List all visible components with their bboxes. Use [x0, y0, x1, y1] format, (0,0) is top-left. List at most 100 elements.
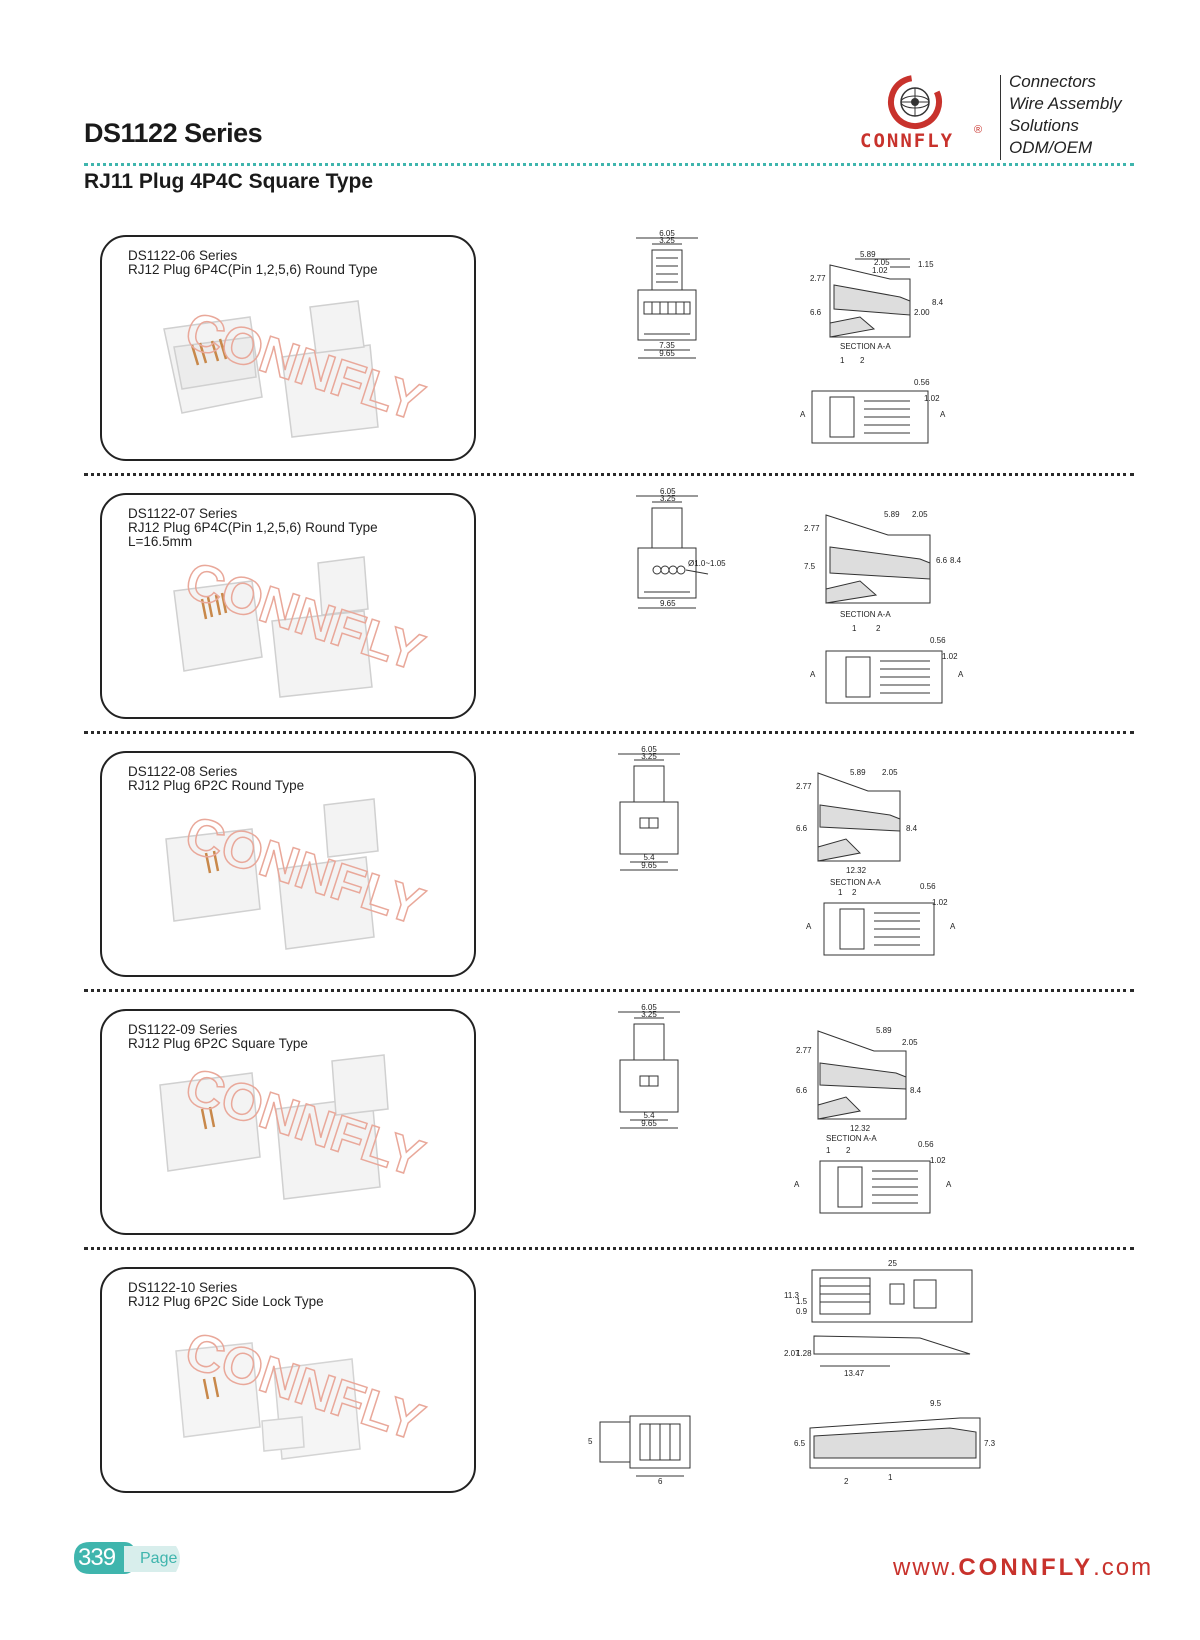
dimension-label: 9.65 — [641, 1119, 657, 1128]
product-model: DS1122-07 Series — [128, 506, 238, 521]
dimension-label: 5.4 — [643, 853, 655, 862]
side-view-drawing: 5.89 2.05 2.77 6.6 8.4 12.32 SECTION A-A… — [794, 1026, 952, 1214]
dimension-label: 5.89 — [850, 768, 866, 777]
front-view-drawing: 5 6 — [588, 1415, 691, 1486]
dimension-label: 9.65 — [659, 349, 675, 358]
section-marker: A — [950, 922, 956, 931]
dimension-label: 11.3 — [784, 1291, 800, 1300]
product-photo: CONNFLY — [173, 551, 431, 698]
dimension-label: 6 — [658, 1477, 663, 1486]
brand-line: Wire Assembly — [1009, 94, 1122, 113]
dimension-label: 1.28 — [796, 1349, 812, 1358]
dimension-label: 5.4 — [643, 1111, 655, 1120]
callout-label: 1 — [888, 1473, 893, 1482]
product-photo: CONNFLY — [165, 798, 431, 950]
callout-label: 2 — [860, 356, 865, 365]
dimension-label: 6.6 — [796, 1086, 808, 1095]
logo-emblem-icon — [888, 75, 942, 129]
section-marker: A — [958, 670, 964, 679]
dimension-label: 1.5 — [796, 1297, 808, 1306]
product-description: RJ12 Plug 6P4C(Pin 1,2,5,6) Round Type — [128, 262, 378, 277]
brand-logo: CONNFLY ® — [860, 74, 1000, 164]
section-label: SECTION A-A — [826, 1134, 877, 1143]
section-divider — [84, 473, 1134, 476]
dimension-label: 6.05 — [641, 745, 657, 754]
product-card: DS1122-10 Series RJ12 Plug 6P2C Side Loc… — [100, 1267, 476, 1493]
dimension-label: 5.89 — [876, 1026, 892, 1035]
section-marker: A — [806, 922, 812, 931]
callout-label: 1 — [826, 1146, 831, 1155]
dimension-label: 2.77 — [796, 782, 812, 791]
dimension-label: 0.56 — [918, 1140, 934, 1149]
registered-mark: ® — [974, 124, 983, 136]
product-card: DS1122-07 Series RJ12 Plug 6P4C(Pin 1,2,… — [100, 493, 476, 719]
dimension-label: 3.25 — [660, 494, 676, 503]
dimension-label: 3.25 — [641, 1010, 657, 1019]
dimension-label: 6.05 — [659, 229, 675, 238]
dimension-label: 1.15 — [918, 260, 934, 269]
callout-label: 2 — [852, 888, 857, 897]
dimension-label: 8.4 — [932, 298, 944, 307]
dimension-label: 2.77 — [810, 274, 826, 283]
dimension-label: 7.3 — [984, 1439, 996, 1448]
product-card: DS1122-09 Series RJ12 Plug 6P2C Square T… — [100, 1009, 476, 1235]
dimension-label: 2.77 — [796, 1046, 812, 1055]
section-marker: A — [810, 670, 816, 679]
dimension-label: 13.47 — [844, 1369, 865, 1378]
dimension-label: 12.32 — [846, 866, 867, 875]
product-model: DS1122-09 Series — [128, 1022, 238, 1037]
dimension-label: 9.5 — [930, 1399, 942, 1408]
page-number: 339 — [78, 1544, 116, 1571]
dimension-label: 1.02 — [924, 394, 940, 403]
product-description: RJ12 Plug 6P2C Round Type — [128, 778, 305, 793]
front-view-drawing: 6.05 3.25 Ø1.0~1.05 9.65 — [636, 487, 726, 609]
dimension-label: 6.6 — [796, 824, 808, 833]
callout-label: 2 — [844, 1477, 849, 1486]
section-label: SECTION A-A — [840, 342, 891, 351]
page-subtitle: RJ11 Plug 4P4C Square Type — [84, 170, 374, 193]
section-divider — [84, 731, 1134, 734]
brand-line: Solutions — [1009, 116, 1079, 135]
side-view-drawing: 5.89 2.05 2.77 6.6 8.4 12.32 SECTION A-A… — [796, 768, 956, 956]
dimension-label: 3.25 — [659, 236, 675, 245]
page-title: DS1122 Series — [84, 118, 263, 148]
callout-label: 2 — [876, 624, 881, 633]
page-label: Page — [140, 1550, 178, 1567]
section-label: SECTION A-A — [830, 878, 881, 887]
dimension-label: 2.05 — [912, 510, 928, 519]
section-divider — [84, 1247, 1134, 1250]
dimension-label: 0.56 — [914, 378, 930, 387]
product-model: DS1122-08 Series — [128, 764, 238, 779]
callout-label: 1 — [840, 356, 845, 365]
dimension-label: 5.89 — [860, 250, 876, 259]
section-label: SECTION A-A — [840, 610, 891, 619]
brand-divider — [1000, 75, 1001, 160]
dimension-label: 2.77 — [804, 524, 820, 533]
dimension-label: 0.56 — [930, 636, 946, 645]
dimension-label: 5.89 — [884, 510, 900, 519]
dimension-label: 2.05 — [902, 1038, 918, 1047]
dimension-label: 0.56 — [920, 882, 936, 891]
dimension-label: 0.9 — [796, 1307, 808, 1316]
dimension-label: 8.4 — [950, 556, 962, 565]
dimension-label: 8.4 — [910, 1086, 922, 1095]
dimension-label: 25 — [888, 1259, 897, 1268]
website-brand: CONNFLY — [958, 1554, 1094, 1581]
product-description: RJ12 Plug 6P2C Square Type — [128, 1036, 308, 1051]
dimension-label: 8.4 — [906, 824, 918, 833]
product-length: L=16.5mm — [128, 534, 193, 549]
brand-line: ODM/OEM — [1009, 138, 1093, 157]
section-marker: A — [946, 1180, 952, 1189]
callout-label: 1 — [852, 624, 857, 633]
dimension-label: 2.05 — [882, 768, 898, 777]
dimension-label: 1.02 — [942, 652, 958, 661]
front-view-drawing: 6.05 3.25 5.4 9.65 — [618, 1003, 680, 1129]
dimension-label: 6.05 — [660, 487, 676, 496]
dimension-label: 5 — [588, 1437, 593, 1446]
dimension-label: 7.35 — [659, 341, 675, 350]
callout-label: 1 — [838, 888, 843, 897]
website-url[interactable]: www.CONNFLY.com — [893, 1554, 1153, 1582]
dimension-label: 6.5 — [794, 1439, 806, 1448]
product-description: RJ12 Plug 6P4C(Pin 1,2,5,6) Round Type — [128, 520, 378, 535]
dimension-label: 1.02 — [932, 898, 948, 907]
